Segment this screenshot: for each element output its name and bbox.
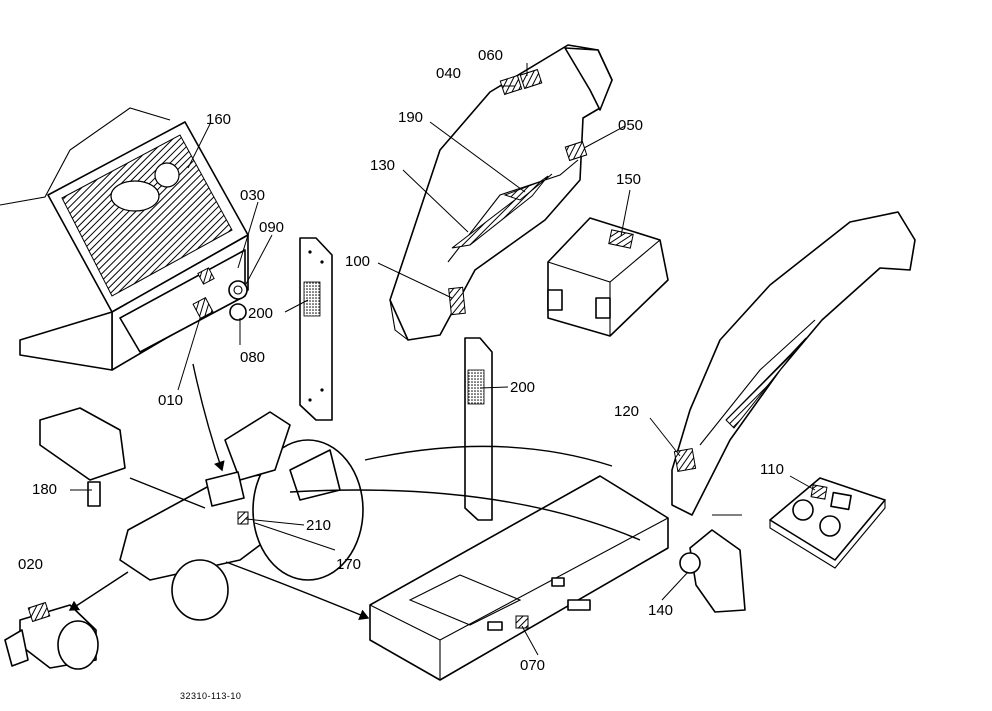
sticker-strip-center [464,337,493,521]
label-210: 210 [306,517,331,534]
label-190: 190 [398,109,423,126]
decal-200-center [467,369,485,405]
label-070: 070 [520,657,545,674]
decal-100 [448,286,466,316]
decal-210 [237,511,249,525]
switch-panel-110 [769,477,886,569]
lever-140 [679,514,746,613]
label-150: 150 [616,171,641,188]
fender-right [389,44,613,341]
label-030: 030 [240,187,265,204]
decal-150 [608,229,634,249]
decal-120-strip [725,337,807,429]
label-160: 160 [206,111,231,128]
reference-labels: 160 030 090 200 080 010 040 060 050 190 … [18,47,784,701]
label-200-center: 200 [510,379,535,396]
cover-150 [547,217,669,337]
frame-070 [369,475,669,681]
assembly-arrows [68,363,641,620]
decal-160 [61,134,233,297]
decal-030 [197,267,215,285]
label-140: 140 [648,602,673,619]
instrument-panel [0,107,249,371]
label-050: 050 [618,117,643,134]
decal-040 [499,74,523,96]
decal-120 [673,448,697,472]
label-060: 060 [478,47,503,64]
decal-010 [192,296,214,320]
decal-110 [810,484,828,500]
label-080: 080 [240,349,265,366]
label-180: 180 [32,481,57,498]
fender-left [671,211,916,516]
label-110: 110 [760,461,784,478]
label-200-left: 200 [248,305,273,322]
switch-knob [229,303,247,321]
key-switch [228,280,248,300]
decal-200-left [303,281,321,317]
tractor-body [39,407,364,621]
decal-020 [27,601,51,623]
label-040: 040 [436,65,461,82]
decal-190 [503,173,553,201]
label-100: 100 [345,253,370,270]
label-130: 130 [370,157,395,174]
label-010: 010 [158,392,183,409]
gauge-opening-small [154,162,180,188]
air-cleaner-020 [4,601,99,670]
leader-lines [70,63,816,656]
sticker-strip-left [299,237,333,421]
label-090: 090 [259,219,284,236]
label-170: 170 [336,556,361,573]
label-020: 020 [18,556,43,573]
drawing-code: 32310-113-10 [180,691,241,701]
decal-060 [519,68,543,90]
decal-070 [515,615,529,629]
gauge-opening [110,180,160,212]
label-120: 120 [614,403,639,420]
